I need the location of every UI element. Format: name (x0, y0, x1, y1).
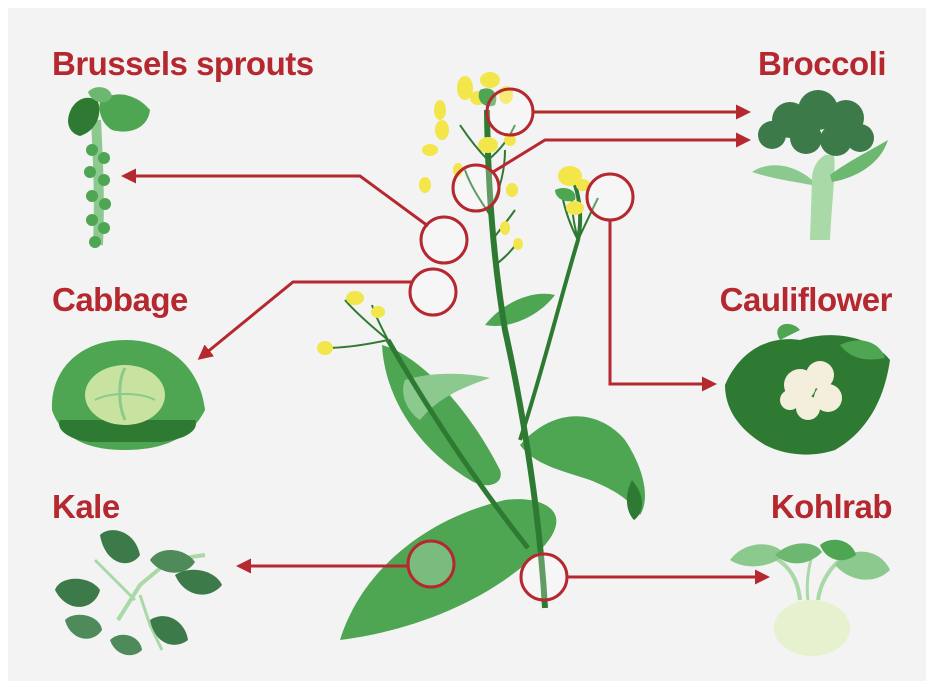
label-kohlrab: Kohlrab (771, 489, 892, 525)
brussels-sprouts-icon (68, 87, 150, 248)
label-brussels-sprouts: Brussels sprouts (52, 46, 314, 82)
arrow-to-broccoli-2 (493, 140, 748, 172)
label-broccoli: Broccoli (758, 46, 886, 82)
cauliflower-icon (725, 324, 890, 455)
kale-icon (55, 530, 222, 655)
highlight-leaf-large (408, 541, 454, 587)
highlight-stem (521, 554, 567, 600)
arrow-to-cabbage (200, 282, 412, 358)
arrows (124, 112, 767, 577)
highlight-leaf-small (410, 269, 456, 315)
plant-left-leaf (382, 345, 501, 485)
plant-right-leaf (520, 416, 645, 515)
label-cabbage: Cabbage (52, 282, 188, 318)
cabbage-icon (52, 340, 205, 450)
arrow-to-brussels (124, 176, 428, 226)
label-kale: Kale (52, 489, 120, 525)
broccoli-icon (752, 90, 888, 240)
plant-upper-leaf (485, 294, 555, 326)
highlight-flower-cluster (453, 165, 499, 211)
kohlrabi-icon (730, 540, 890, 656)
arrow-to-cauliflower (610, 220, 714, 384)
highlight-axillary-bud (421, 217, 467, 263)
mustard-plant-icon (317, 72, 645, 640)
highlight-terminal-bud (487, 89, 533, 135)
label-cauliflower: Cauliflower (720, 282, 892, 318)
highlight-lateral-bud (587, 174, 633, 220)
